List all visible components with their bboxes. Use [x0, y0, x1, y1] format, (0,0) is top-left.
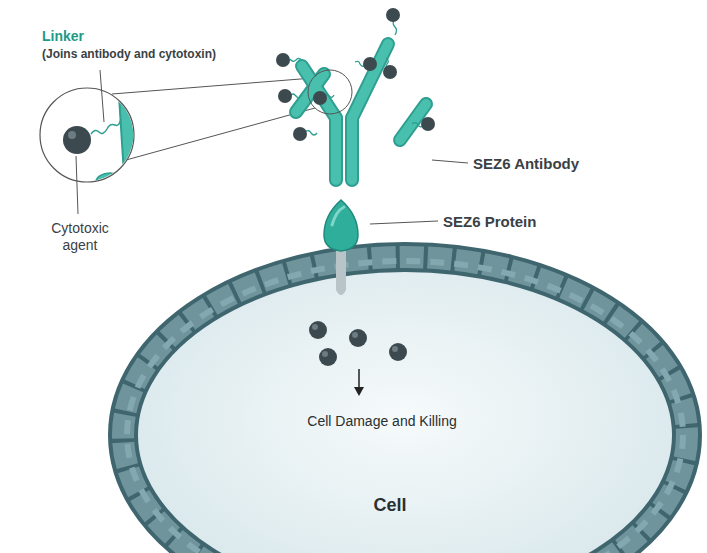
leader-line — [432, 160, 468, 163]
cell-title: Cell — [373, 495, 406, 516]
protein-label: SEZ6 Protein — [443, 213, 536, 230]
linker-note: (Joins antibody and cytotoxin) — [42, 47, 216, 61]
leader-line — [100, 70, 104, 122]
zoom-marker — [308, 70, 352, 114]
drug-label: Cytotoxic agent — [40, 220, 120, 254]
drug-shine — [352, 332, 358, 338]
zoom-line — [126, 108, 315, 160]
process-label: Cell Damage and Killing — [307, 413, 456, 429]
drug-shine — [392, 346, 398, 352]
arrow-head — [354, 387, 364, 396]
cell-membrane — [123, 257, 687, 553]
antibody-label: SEZ6 Antibody — [473, 155, 579, 172]
linker-title: Linker — [42, 28, 84, 44]
down-arrow — [358, 369, 360, 390]
zoom-content — [63, 80, 132, 191]
cell-body: Cell Damage and KillingCell — [110, 245, 700, 553]
drug-shine — [322, 351, 328, 357]
drug-shine — [312, 324, 318, 330]
sez6-protein — [324, 200, 358, 251]
antibody — [296, 44, 426, 180]
protein-highlight — [332, 207, 344, 225]
released-drug — [309, 321, 327, 339]
released-drug — [319, 348, 337, 366]
leader-line — [370, 221, 438, 224]
zoom-circle — [40, 88, 134, 182]
released-drug — [349, 329, 367, 347]
membrane-stones — [123, 257, 687, 553]
membrane-highlight — [127, 261, 683, 553]
linker-drugs — [276, 8, 435, 141]
leader-line — [76, 156, 78, 214]
released-drug — [389, 343, 407, 361]
